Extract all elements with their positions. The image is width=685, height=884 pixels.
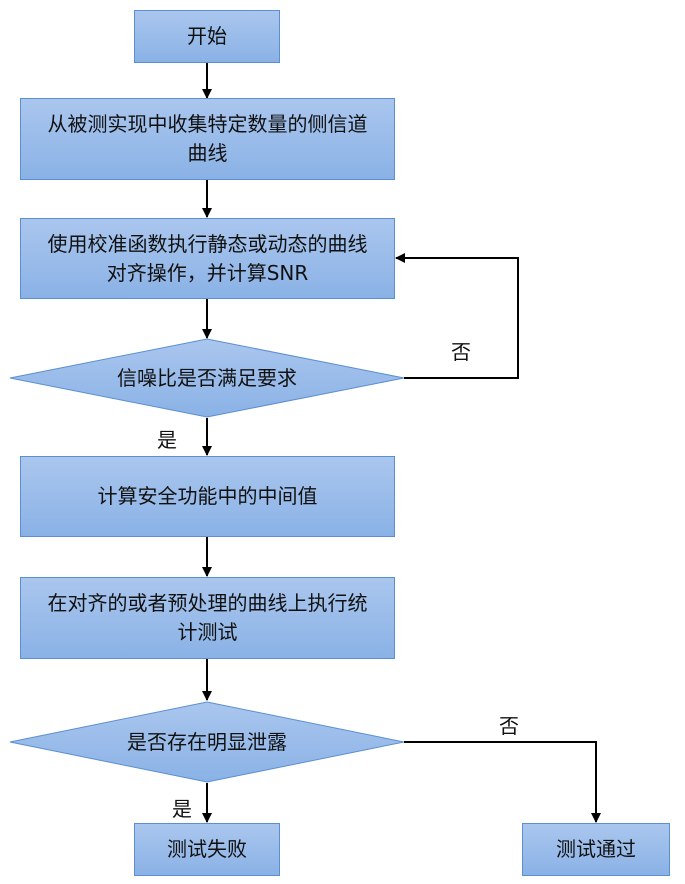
leak-decision-label: 是否存在明显泄露 xyxy=(127,729,287,754)
snr-decision-diamond xyxy=(9,338,405,418)
snr-no-label: 否 xyxy=(451,340,471,364)
leak-yes-label: 是 xyxy=(172,797,192,821)
collect-traces-node: 从被测实现中收集特定数量的侧信道曲线 xyxy=(20,98,395,180)
test-pass-node: 测试通过 xyxy=(522,823,670,876)
align-snr-node: 使用校准函数执行静态或动态的曲线对齐操作，并计算SNR xyxy=(20,218,395,299)
arrow-snr-no-loop xyxy=(395,253,519,379)
align-snr-label: 使用校准函数执行静态或动态的曲线对齐操作，并计算SNR xyxy=(47,231,368,285)
statistical-test-label: 在对齐的或者预处理的曲线上执行统计测试 xyxy=(47,591,368,644)
collect-traces-label: 从被测实现中收集特定数量的侧信道曲线 xyxy=(47,112,368,165)
test-fail-node: 测试失败 xyxy=(134,823,280,876)
snr-decision-label: 信噪比是否满足要求 xyxy=(117,365,297,390)
statistical-test-node: 在对齐的或者预处理的曲线上执行统计测试 xyxy=(20,577,395,659)
start-node: 开始 xyxy=(134,10,280,63)
snr-yes-label: 是 xyxy=(157,428,177,452)
arrow-leak-no-pass xyxy=(404,741,601,823)
leak-no-label: 否 xyxy=(499,714,519,738)
compute-intermediate-node: 计算安全功能中的中间值 xyxy=(20,456,395,537)
leak-decision-diamond xyxy=(9,701,405,783)
